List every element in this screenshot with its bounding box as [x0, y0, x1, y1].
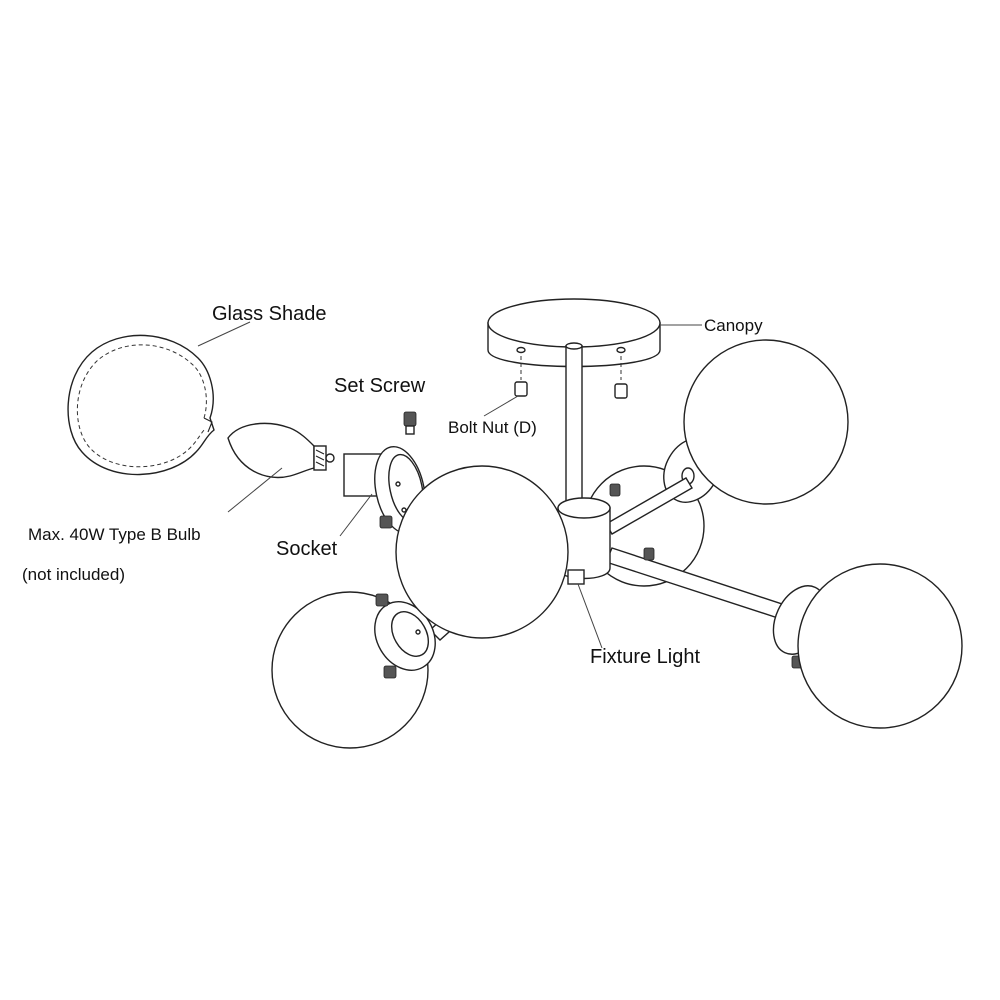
glass-shade-leader	[197, 321, 251, 347]
set-screw-icon	[403, 411, 417, 435]
bolt-nut-icon	[514, 356, 628, 399]
socket-label: Socket	[276, 538, 338, 560]
bolt-nut-leader	[483, 395, 519, 417]
bulb-label-line2: (not included)	[22, 565, 125, 584]
glass-shade-icon	[67, 334, 215, 476]
bulb-leader	[227, 467, 283, 513]
set-screw-label: Set Screw	[334, 375, 426, 397]
socket-leader	[339, 493, 373, 537]
canopy-label: Canopy	[704, 316, 763, 335]
bulb-label-line1: Max. 40W Type B Bulb	[28, 525, 201, 544]
fixture-light-icon	[271, 339, 963, 749]
bulb-icon	[227, 422, 335, 479]
fixture-light-label: Fixture Light	[590, 646, 700, 668]
fixture-light-leader	[577, 583, 603, 649]
glass-shade-label: Glass Shade	[212, 303, 327, 325]
bolt-nut-label: Bolt Nut (D)	[448, 418, 537, 437]
